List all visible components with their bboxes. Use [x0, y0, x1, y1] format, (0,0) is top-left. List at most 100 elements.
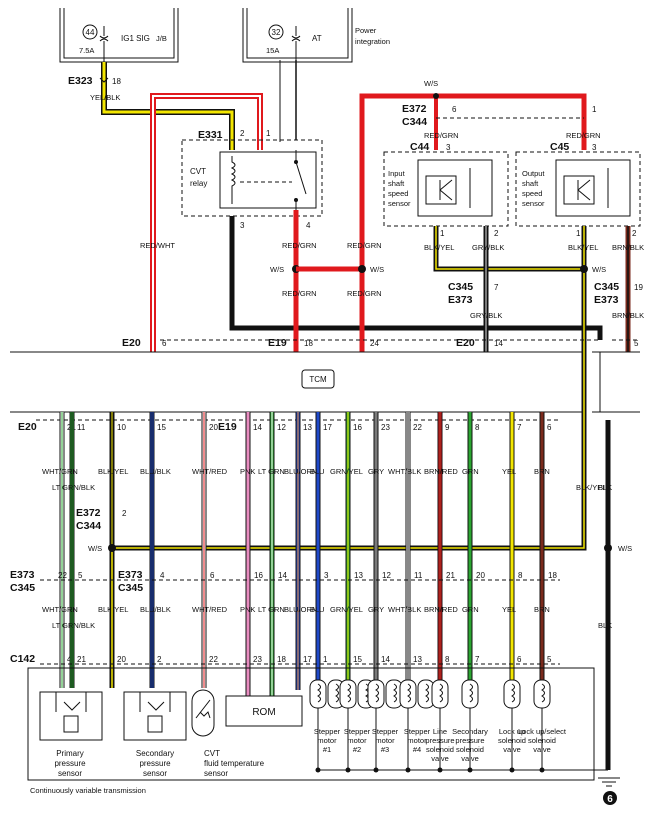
secondary-l1: Secondary [136, 749, 174, 758]
tcm-pin-3: 10 [117, 423, 126, 432]
e373-pin-9: 12 [382, 571, 391, 580]
actuator-line-l1: Line [433, 727, 447, 736]
tcm-pin-4: 15 [157, 423, 166, 432]
actuator-sm3-l2: motor [375, 736, 395, 745]
tcm-pin-12: 22 [413, 423, 422, 432]
low-wire-label-10: GRN/YEL [330, 605, 363, 614]
e373-pin-5: 16 [254, 571, 263, 580]
e373-pin-13: 8 [518, 571, 523, 580]
e372-top-label: E372 [402, 103, 427, 115]
input-sensor-l2: shaft [388, 179, 405, 188]
low-wire-label-16: BRN [534, 605, 550, 614]
ws-c45: W/S [592, 265, 606, 274]
e373-pin-6: 14 [278, 571, 287, 580]
ws-right-mid: W/S [618, 544, 632, 553]
low-wire-label-11: GRY [368, 605, 384, 614]
actuator-lockup-l1: Lock up [499, 727, 525, 736]
cvt-relay: CVT relay [181, 139, 323, 217]
e373-pin-4: 6 [210, 571, 215, 580]
c345-mid-label: C345 [118, 582, 143, 594]
input-sensor-l4: sensor [388, 199, 411, 208]
mid-wire-label-15: YEL [502, 467, 516, 476]
actuator-sm4-l3: #4 [413, 745, 421, 754]
actuator-sm4-l2: motor [407, 736, 427, 745]
low-wire-label-14: GRN [462, 605, 479, 614]
output-sensor-l1: Output [522, 169, 545, 178]
e373-pin-3: 4 [160, 571, 165, 580]
low-wire-label-6: PNK [240, 605, 255, 614]
mid-wire-label-12: WHT/BLK [388, 467, 421, 476]
c345-left-label: C345 [10, 582, 35, 594]
actuator-lockup_sel-l3: valve [533, 745, 551, 754]
actuator-sm2-l2: motor [347, 736, 367, 745]
fuse-32-box-line1: Power [355, 26, 377, 35]
tcm-pin-10: 16 [353, 423, 362, 432]
blk-yel-c45: BLK/YEL [568, 243, 598, 252]
actuator-sm1-l2: motor [317, 736, 337, 745]
actuator-sm1-l1: Stepper [314, 727, 341, 736]
fuse-44-box: J/B [156, 34, 167, 43]
e372-mid-pin: 2 [122, 509, 127, 518]
mid-wire-label-extra-1: BLK/YEL [576, 483, 606, 492]
e331-pin2: 2 [240, 129, 245, 138]
tcm-box [301, 369, 335, 389]
wire-black-relay [229, 216, 603, 340]
c44-pin3: 3 [446, 143, 451, 152]
e372-mid-label: E372 [76, 507, 101, 519]
ground-number: 6 [607, 794, 613, 805]
cvt-fluid-temperature-sensor: CVT fluid temperature sensor [191, 689, 265, 778]
ws-left: W/S [270, 265, 284, 274]
actuator-line-l4: valve [431, 754, 449, 763]
actuator-line-l3: solenoid [426, 745, 454, 754]
e372-pin1: 1 [592, 105, 597, 114]
low-wire-label-13: BRN/RED [424, 605, 458, 614]
red-grn-a: RED/GRN [282, 241, 317, 250]
wire-red-grn-bus [296, 93, 587, 352]
wire-blk-yel-c45 [112, 226, 587, 551]
wire-blk-yel-c44 [433, 226, 584, 272]
actuator-sm1-l3: #1 [323, 745, 331, 754]
temp-l2: fluid temperature [204, 759, 265, 768]
low-wire-label-12: WHT/BLK [388, 605, 421, 614]
gry-blk-c44: GRY/BLK [472, 243, 504, 252]
tcm-pin-8: 13 [303, 423, 312, 432]
mid-wire-label-8: BLU/ORN [284, 467, 317, 476]
secondary-l3: sensor [143, 769, 167, 778]
relay-label-2: relay [190, 179, 207, 188]
mid-wire-label-11: GRY [368, 467, 384, 476]
c142-pin-4: 2 [157, 655, 162, 664]
fuse-32-circle [268, 24, 284, 40]
actuator-sec-l2: pressure [455, 736, 484, 745]
relay-label-1: CVT [190, 167, 206, 176]
e323-wire-label: YEL/BLK [90, 93, 120, 102]
ws-top: W/S [424, 79, 438, 88]
cvt-footer: Continuously variable transmission [30, 786, 146, 795]
c45-pin2: 2 [632, 229, 637, 238]
e20-mid-label: E20 [456, 337, 475, 349]
tcm-pin-7: 12 [277, 423, 286, 432]
c44-label: C44 [410, 141, 429, 153]
c142-pin-15: 6 [517, 655, 522, 664]
e373-pin-11: 21 [446, 571, 455, 580]
cvt-unit-box [27, 667, 595, 781]
mid-wire-label-3: BLK/YEL [98, 467, 128, 476]
output-sensor-l3: speed [522, 189, 542, 198]
actuator-sm3-l1: Stepper [372, 727, 399, 736]
fuse-44-number: 44 [86, 28, 95, 37]
low-wire-label-blk: BLK [598, 621, 612, 630]
c142-pin-13: 8 [445, 655, 450, 664]
actuator-lockup-l3: valve [503, 745, 521, 754]
output-sensor-l4: sensor [522, 199, 545, 208]
c142-pin-12: 13 [413, 655, 422, 664]
pin5-right: 5 [634, 339, 639, 348]
e373-pin-12: 20 [476, 571, 485, 580]
c142-pin-6: 23 [253, 655, 262, 664]
low-wire-label-4: BLU/BLK [140, 605, 171, 614]
input-sensor-l1: Input [388, 169, 406, 178]
actuator-sm3-l3: #3 [381, 745, 389, 754]
actuator-lockup_sel-l1: Lock up/select [518, 727, 567, 736]
tcm-label: TCM [309, 375, 327, 384]
